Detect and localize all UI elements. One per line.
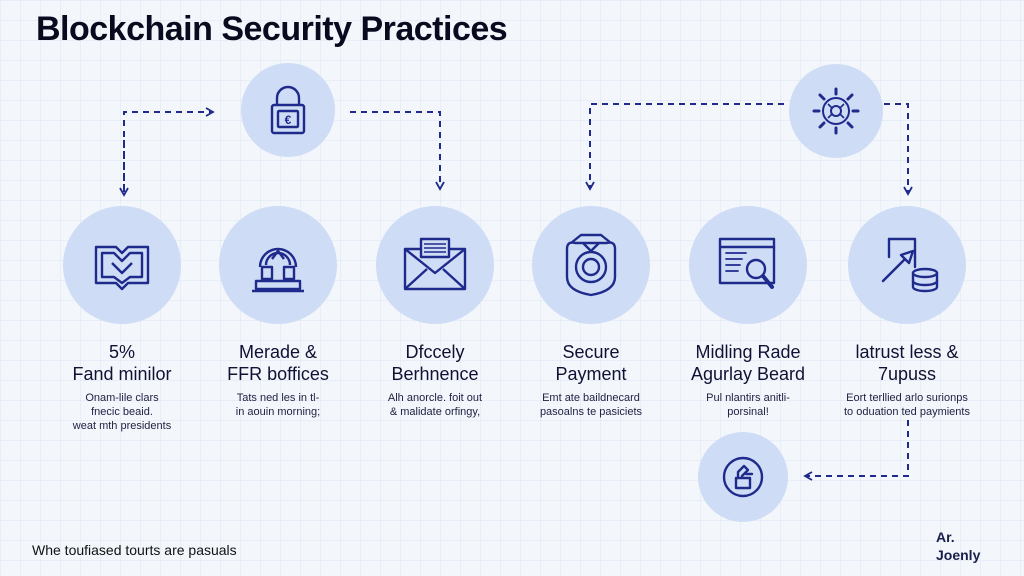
page-title: Blockchain Security Practices [36, 10, 508, 48]
shield-book-icon [94, 245, 150, 291]
step-3-desc: Alh anorcle. foit out& malidate orfingy, [387, 392, 483, 418]
envelope-keyboard-icon [403, 237, 467, 291]
coin-hand-icon [722, 456, 764, 498]
gear-network-icon [812, 87, 860, 135]
step-1-circle [63, 206, 181, 324]
padlock-circle: € [241, 63, 335, 157]
connector-3 [585, 103, 784, 191]
step-3-circle [376, 206, 494, 324]
connector-2 [350, 111, 445, 191]
svg-text:€: € [285, 113, 292, 127]
tools-coins-icon [881, 237, 939, 293]
coin-hand-circle [698, 432, 788, 522]
secure-device-icon [565, 233, 617, 297]
connector-5 [803, 420, 909, 481]
step-2-title: Merade &FFR boffices [227, 342, 329, 384]
step-5-circle [689, 206, 807, 324]
step-6-circle [848, 206, 966, 324]
step-6-title: latrust less &7upuss [855, 342, 959, 384]
step-5-desc: Pul nlantirs anitli-porsinal! [706, 392, 790, 418]
document-search-icon [718, 237, 776, 289]
step-2-circle [219, 206, 337, 324]
step-1-title: 5%Fand minilor [72, 342, 172, 384]
footnote: Whe toufiased tourts are pasuals [32, 542, 237, 558]
helmet-server-icon [252, 247, 304, 293]
connector-1 [123, 107, 215, 192]
gear-network-circle [789, 64, 883, 158]
connector-4 [884, 103, 913, 196]
step-4-circle [532, 206, 650, 324]
brand-logo: Ar.Joenly [936, 529, 981, 563]
step-2-desc: Tats ned les in tl-in aouin morning; [235, 392, 321, 418]
padlock-icon: € [270, 85, 306, 135]
